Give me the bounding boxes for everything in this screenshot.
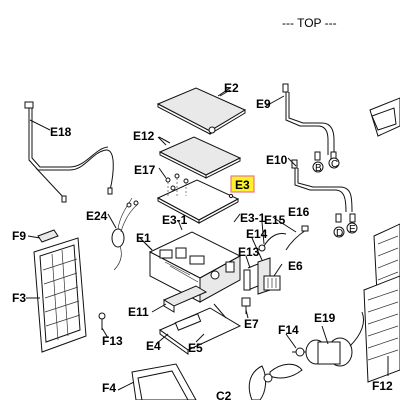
label-f4: F4: [102, 381, 116, 395]
clip-f9: [37, 229, 59, 243]
control-board-e3: [156, 167, 241, 224]
cover-panel-e2: [156, 87, 247, 135]
connector-e: E: [346, 222, 358, 235]
label-e12: E12: [133, 129, 155, 143]
label-e3-1-right: E3-1: [240, 211, 266, 225]
part-e16: [285, 225, 309, 251]
front-panel-f4: [131, 363, 197, 400]
label-e5: E5: [188, 341, 203, 355]
label-e3: E3: [235, 178, 250, 192]
label-e24: E24: [86, 209, 108, 223]
outdoor-cabinet-edge: [363, 97, 400, 383]
label-e7: E7: [244, 317, 259, 331]
label-f14: F14: [278, 323, 299, 337]
terminal-block-e6: [263, 275, 281, 291]
label-e13: E13: [238, 245, 260, 259]
highlight-e3-box: [230, 175, 255, 193]
connector-c: C: [328, 157, 340, 170]
label-f13: F13: [102, 334, 123, 348]
label-e3-1-left: E3-1: [162, 213, 188, 227]
leader-lines: [26, 87, 329, 391]
label-e10: E10: [266, 153, 288, 167]
highlight-e3: E3: [230, 175, 255, 193]
label-e17: E17: [134, 163, 156, 177]
label-f9: F9: [12, 229, 26, 243]
label-e9: E9: [256, 97, 271, 111]
connector-b: B: [312, 161, 324, 174]
screw-f13: [98, 312, 106, 330]
label-e15: E15: [264, 213, 286, 227]
label-c2: C2: [216, 389, 232, 400]
sensor-e24: [111, 197, 139, 271]
top-orientation-label: --- TOP ---: [282, 16, 337, 30]
label-e18: E18: [50, 125, 72, 139]
svg-text:B: B: [315, 163, 322, 174]
panel-e12: [158, 136, 242, 179]
grille-f3: [33, 237, 87, 353]
svg-text:D: D: [336, 228, 343, 239]
sensor-wire-e18: [24, 101, 114, 203]
pipe-e9: [282, 83, 337, 161]
fan-motor-e19: [292, 311, 364, 367]
label-e2: E2: [224, 81, 239, 95]
label-e11: E11: [128, 305, 149, 319]
part-e15: [258, 233, 287, 252]
svg-text:E: E: [349, 224, 356, 235]
label-e1: E1: [136, 231, 151, 245]
label-f12: F12: [372, 379, 393, 393]
svg-text:C: C: [331, 159, 338, 170]
label-f3: F3: [12, 291, 26, 305]
label-e4: E4: [146, 339, 161, 353]
base-plate-e4-e5: [158, 303, 242, 355]
connector-d: D: [333, 226, 345, 239]
label-e14: E14: [246, 227, 268, 241]
label-e6: E6: [288, 259, 303, 273]
part-e11: [162, 285, 208, 313]
label-e19: E19: [314, 311, 336, 325]
label-e16: E16: [288, 205, 310, 219]
fan-blade-c2: [248, 363, 303, 400]
